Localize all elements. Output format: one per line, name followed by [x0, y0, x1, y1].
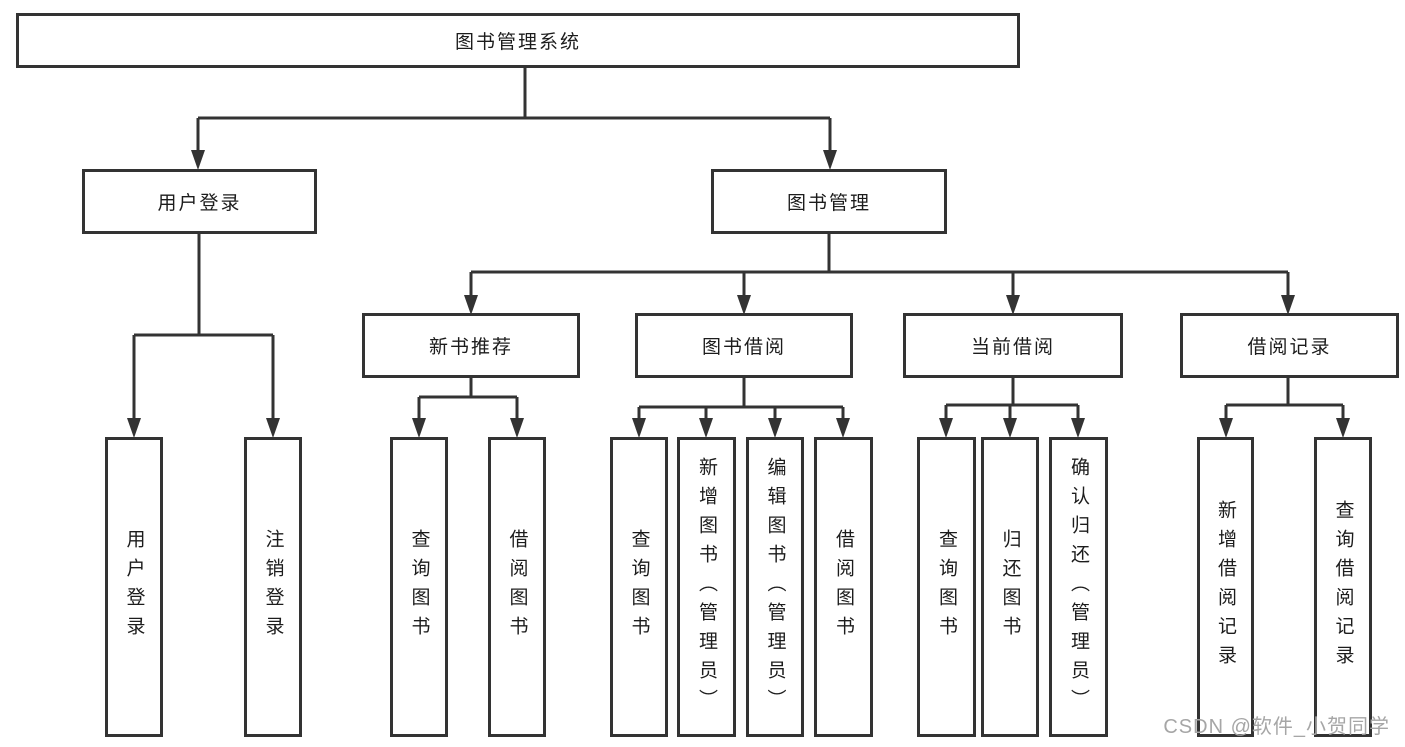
node-book-management-label: 图书管理	[786, 193, 871, 214]
leaf-query-borrow-record-label: 查询借阅记录	[1332, 500, 1354, 674]
leaf-query-books-2: 查询图书	[610, 437, 668, 737]
leaf-query-books-3-label: 查询图书	[936, 529, 957, 645]
node-borrow-records: 借阅记录	[1180, 313, 1399, 378]
arrowheads	[127, 150, 1350, 438]
node-book-borrow: 图书借阅	[635, 313, 853, 378]
leaf-confirm-return-admin: 确认归还（管理员）	[1049, 437, 1108, 737]
leaf-query-books-3: 查询图书	[917, 437, 976, 737]
leaf-user-login: 用户登录	[105, 437, 163, 737]
node-current-borrow: 当前借阅	[903, 313, 1123, 378]
leaf-query-books-1-label: 查询图书	[408, 529, 430, 645]
leaf-logout: 注销登录	[244, 437, 302, 737]
node-root-label: 图书管理系统	[454, 32, 581, 53]
watermark-text: CSDN @软件_小贺同学	[1163, 716, 1390, 738]
leaf-edit-books-admin: 编辑图书（管理员）	[746, 437, 804, 737]
leaf-return-books-label: 归还图书	[999, 529, 1021, 645]
node-new-book-recommend: 新书推荐	[362, 313, 580, 378]
leaf-confirm-return-admin-label: 确认归还（管理员）	[1068, 456, 1089, 718]
leaf-borrow-books-2-label: 借阅图书	[833, 529, 854, 645]
node-user-login-label: 用户登录	[157, 193, 242, 214]
leaf-query-books-1: 查询图书	[390, 437, 448, 737]
leaf-add-books-admin: 新增图书（管理员）	[677, 437, 736, 737]
node-borrow-records-label: 借阅记录	[1247, 337, 1332, 358]
leaf-user-login-label: 用户登录	[123, 529, 145, 645]
node-new-book-recommend-label: 新书推荐	[428, 337, 513, 358]
leaf-borrow-books-2: 借阅图书	[814, 437, 873, 737]
leaf-borrow-books-1: 借阅图书	[488, 437, 546, 737]
leaf-query-borrow-record: 查询借阅记录	[1314, 437, 1372, 737]
node-book-management: 图书管理	[711, 169, 947, 234]
leaf-add-borrow-record-label: 新增借阅记录	[1215, 500, 1236, 674]
leaf-logout-label: 注销登录	[262, 529, 284, 645]
node-root: 图书管理系统	[16, 13, 1020, 68]
leaf-add-books-admin-label: 新增图书（管理员）	[696, 456, 717, 718]
leaf-add-borrow-record: 新增借阅记录	[1197, 437, 1254, 737]
leaf-query-books-2-label: 查询图书	[628, 529, 650, 645]
leaf-edit-books-admin-label: 编辑图书（管理员）	[764, 456, 786, 718]
node-user-login: 用户登录	[82, 169, 317, 234]
node-current-borrow-label: 当前借阅	[970, 337, 1055, 358]
leaf-return-books: 归还图书	[981, 437, 1039, 737]
leaf-borrow-books-1-label: 借阅图书	[506, 529, 528, 645]
node-book-borrow-label: 图书借阅	[701, 337, 786, 358]
